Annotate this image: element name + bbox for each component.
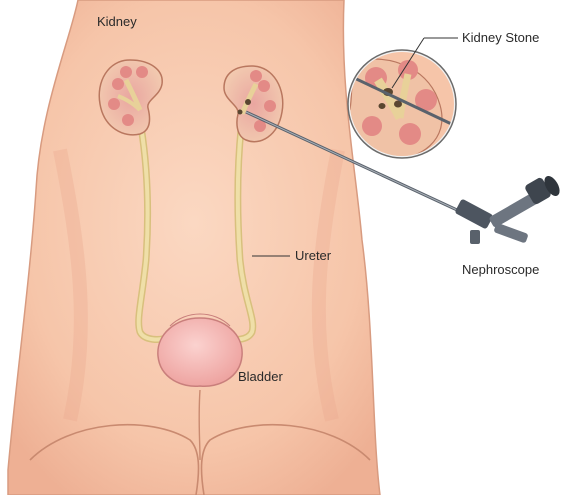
label-kidney: Kidney — [97, 14, 137, 29]
bladder — [158, 314, 242, 386]
kidney-stone-zoom-inset — [348, 50, 460, 160]
label-kidney-stone: Kidney Stone — [462, 30, 539, 45]
label-bladder: Bladder — [238, 369, 283, 384]
label-nephroscope: Nephroscope — [462, 262, 539, 277]
label-ureter: Ureter — [295, 248, 331, 263]
gluteal-cleft — [199, 390, 200, 460]
nephroscope-handle — [454, 173, 562, 244]
